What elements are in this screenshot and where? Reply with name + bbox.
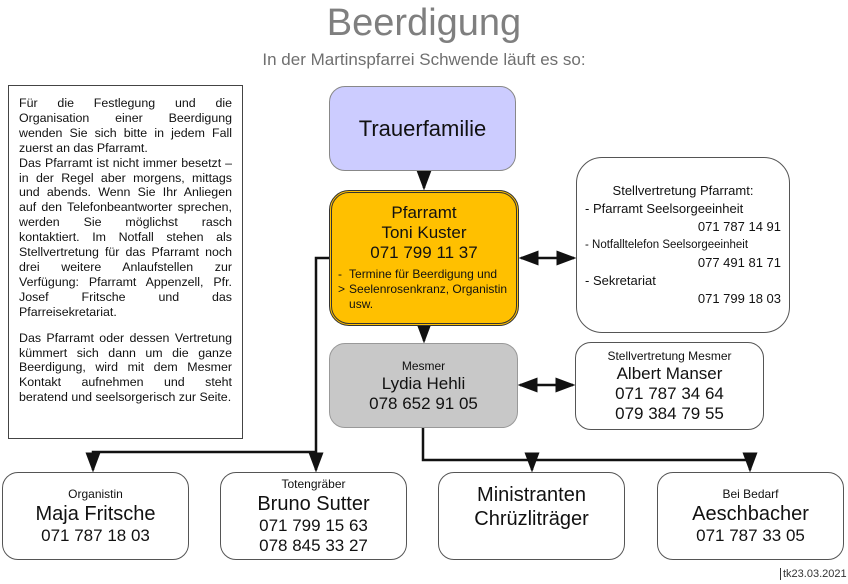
totengraeber-phone: 071 799 15 63 [259, 516, 368, 535]
stvm-role: Stellvertretung Mesmer [607, 349, 732, 363]
stellvertretung-mesmer-box: Stellvertretung Mesmer Albert Manser 071… [575, 342, 764, 430]
page-title: Beerdigung [326, 2, 522, 44]
totengraeber-role: Totengräber [281, 477, 346, 491]
arrow-icon: -> [338, 267, 346, 296]
mesmer-role: Mesmer [401, 358, 446, 373]
organistin-name: Maja Fritsche [35, 503, 156, 525]
arrow-organistin [85, 450, 316, 473]
pfarramt-phone: 071 799 11 37 [370, 243, 478, 262]
trauerfamilie-box: Trauerfamilie [329, 86, 516, 171]
bedarf-box: Bei Bedarf Aeschbacher 071 787 33 05 [657, 472, 844, 560]
pfarramt-note: Termine für Beerdigung und Seelenrosenkr… [349, 267, 508, 311]
stellvertretung-pfarramt-box: Stellvertretung Pfarramt: - Pfarramt See… [576, 157, 790, 333]
mesmer-name: Lydia Hehli [381, 373, 466, 393]
stvm-phone: 079 384 79 55 [615, 404, 724, 423]
trauerfamilie-label: Trauerfamilie [358, 115, 487, 141]
info-paragraph: Für die Festlegung und die Organisation … [19, 96, 232, 155]
arrow-bedarf [421, 428, 758, 473]
stv-phone: 071 787 14 91 [697, 219, 781, 234]
stv-label: - Sekretariat [585, 273, 656, 288]
pfarramt-title: Pfarramt [391, 203, 457, 222]
stv-phone: 071 799 18 03 [697, 291, 781, 306]
info-paragraph: Das Pfarramt oder dessen Vertretung kümm… [19, 330, 232, 405]
bedarf-name: Aeschbacher [692, 503, 809, 525]
bedarf-role: Bei Bedarf [722, 487, 779, 501]
stvm-name: Albert Manser [616, 364, 723, 383]
info-paragraph: Das Pfarramt ist nicht immer besetzt – i… [19, 155, 232, 319]
organistin-phone: 071 787 18 03 [41, 526, 150, 545]
pfarramt-box: Pfarramt Toni Kuster 071 799 11 37 ->Ter… [329, 190, 519, 326]
totengraeber-phone: 078 845 33 27 [259, 536, 368, 555]
ministranten-label: Ministranten [477, 484, 586, 506]
line-pfarramt-left [314, 256, 329, 452]
stv-label: - Pfarramt Seelsorgeeinheit [585, 201, 744, 216]
stv-label: - Notfalltelefon Seelsorgeeinheit [585, 239, 749, 251]
organistin-role: Organistin [68, 487, 123, 501]
mesmer-box: Mesmer Lydia Hehli 078 652 91 05 [329, 343, 518, 428]
organistin-box: Organistin Maja Fritsche 071 787 18 03 [2, 472, 189, 560]
ministranten-box: Ministranten Chrüzliträger [438, 472, 625, 560]
stv-phone: 077 491 81 71 [697, 255, 781, 270]
stvm-phone: 071 787 34 64 [615, 384, 724, 403]
pfarramt-name: Toni Kuster [381, 223, 467, 242]
mesmer-phone: 078 652 91 05 [369, 393, 478, 413]
totengraeber-box: Totengräber Bruno Sutter 071 799 15 63 0… [220, 472, 407, 560]
bedarf-phone: 071 787 33 05 [696, 526, 805, 545]
stv-heading: Stellvertretung Pfarramt: [612, 183, 754, 198]
page-subtitle: In der Martinspfarrei Schwende läuft es … [262, 50, 586, 69]
info-textbox: Für die Festlegung und die Organisation … [8, 85, 243, 439]
footer-date: tk23.03.2021 [780, 568, 847, 580]
chruezlitraeger-label: Chrüzliträger [474, 508, 589, 530]
totengraeber-name: Bruno Sutter [257, 493, 370, 515]
